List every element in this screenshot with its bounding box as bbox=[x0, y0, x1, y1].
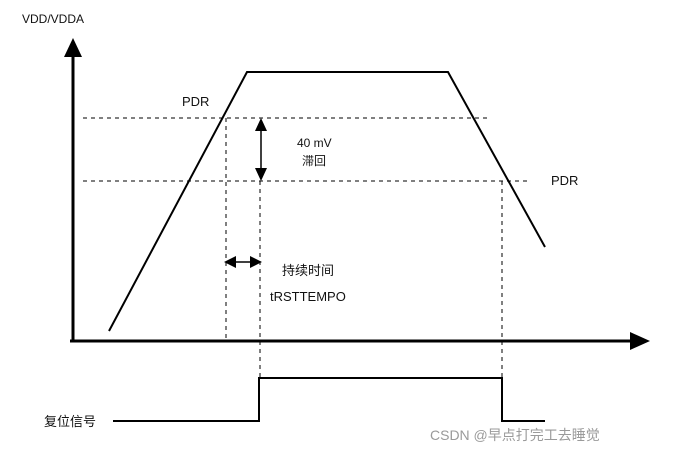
reset-signal-waveform bbox=[113, 377, 545, 422]
voltage-waveform bbox=[108, 71, 546, 332]
pdr-lower-label: PDR bbox=[551, 173, 578, 188]
y-axis-arrowhead bbox=[64, 38, 82, 57]
x-axis-arrowhead bbox=[630, 332, 650, 350]
hysteresis-value: 40 mV bbox=[297, 136, 332, 150]
duration-label: 持续时间 bbox=[282, 263, 334, 278]
y-axis-label: VDD/VDDA bbox=[22, 12, 84, 26]
pdr-upper-label: PDR bbox=[182, 94, 209, 109]
hysteresis-arrowhead-bottom bbox=[255, 168, 267, 181]
hysteresis-label: 滞回 bbox=[302, 154, 326, 168]
reset-signal-label: 复位信号 bbox=[44, 414, 96, 429]
duration-arrowhead-left bbox=[224, 256, 236, 268]
hysteresis-arrowhead-top bbox=[255, 118, 267, 131]
duration-symbol: tRSTTEMPO bbox=[270, 289, 346, 304]
duration-arrowhead-right bbox=[250, 256, 262, 268]
watermark-text: CSDN @早点打完工去睡觉 bbox=[430, 427, 600, 443]
